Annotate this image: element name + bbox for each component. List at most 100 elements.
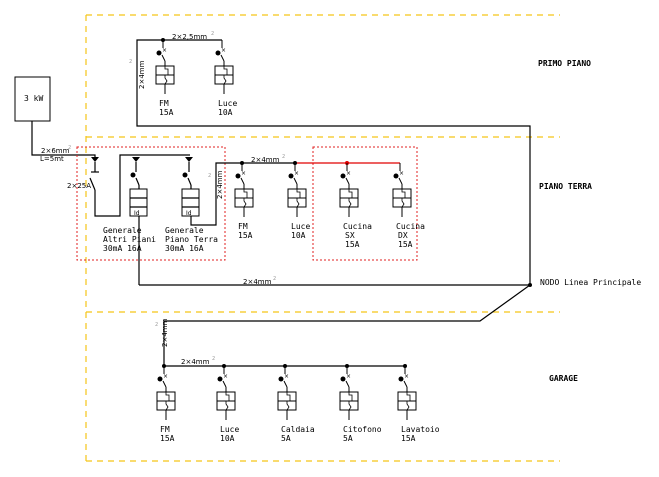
breaker-rating: 10A xyxy=(218,108,233,117)
breaker-name: Luce xyxy=(218,99,237,108)
svg-text:×: × xyxy=(346,373,351,380)
breaker-actuator-icon xyxy=(340,173,346,179)
breaker-rating: 10A xyxy=(291,231,306,240)
breaker-actuator-icon xyxy=(235,173,241,179)
diff-2-rating: 30mA 16A xyxy=(165,244,204,253)
svg-text:Id: Id xyxy=(134,210,140,217)
breaker-name: Lavatoio xyxy=(401,425,440,434)
breaker-actuator-icon xyxy=(278,376,284,382)
power-source-box xyxy=(14,76,51,122)
garage-feed-wire xyxy=(163,284,531,367)
svg-text:×: × xyxy=(163,373,168,380)
breaker-actuator-icon xyxy=(393,173,399,179)
main-line-cable-label: 2×4mm xyxy=(243,278,272,286)
breaker-rating: 15A xyxy=(401,434,416,443)
breaker-name: Cucina xyxy=(343,222,372,231)
breaker-name: FM xyxy=(159,99,169,108)
breaker-rating: 5A xyxy=(343,434,353,443)
main-switch-icon xyxy=(89,177,96,191)
differential-altri-piani: Id xyxy=(129,157,148,285)
svg-text:×: × xyxy=(241,170,246,177)
breaker-name: Caldaia xyxy=(281,425,315,434)
svg-text:×: × xyxy=(346,170,351,177)
svg-text:×: × xyxy=(399,170,404,177)
svg-text:×: × xyxy=(294,170,299,177)
node-label: NODO Linea Principale xyxy=(540,278,641,287)
piano-terra-riser-label: 2×4mm xyxy=(216,170,224,199)
svg-text:×: × xyxy=(221,47,226,54)
breaker-rating: 15A xyxy=(160,434,175,443)
svg-text:×: × xyxy=(162,47,167,54)
breaker-name: Luce xyxy=(220,425,239,434)
breaker-sub: SX xyxy=(345,231,355,240)
supply-length-label: L=5mt xyxy=(40,155,64,163)
breaker-name: FM xyxy=(160,425,170,434)
svg-text:×: × xyxy=(223,373,228,380)
diff-1-rating: 30mA 16A xyxy=(103,244,142,253)
svg-text:2: 2 xyxy=(211,31,214,37)
garage-bus-label: 2×4mm xyxy=(181,358,210,366)
breaker-actuator-icon xyxy=(157,376,163,382)
primo-piano-bus-label: 2×2,5mm xyxy=(172,33,207,41)
primo-piano-riser-label: 2×4mm xyxy=(138,60,146,89)
kitchen-group-box xyxy=(312,146,418,261)
floor-label-primo-piano: PRIMO PIANO xyxy=(538,59,591,68)
breaker-name: Cucina xyxy=(396,222,425,231)
power-source-label: 3 kW xyxy=(24,94,43,103)
breaker-rating: 10A xyxy=(220,434,235,443)
junction-dot xyxy=(345,364,349,368)
svg-text:2: 2 xyxy=(273,276,276,282)
breaker-rating: 15A xyxy=(159,108,174,117)
diff-1-scope: Altri Piani xyxy=(103,235,156,244)
breaker-actuator-icon xyxy=(340,376,346,382)
breaker-rating: 15A xyxy=(238,231,253,240)
junction-dot xyxy=(222,364,226,368)
piano-terra-bus-label: 2×4mm xyxy=(251,156,280,164)
main-switch-rating: 2×25A xyxy=(67,182,91,190)
svg-text:2: 2 xyxy=(68,145,71,151)
main-line-wire xyxy=(136,39,531,286)
junction-dot xyxy=(283,364,287,368)
breaker-name: Citofono xyxy=(343,425,382,434)
diff-1-name: Generale xyxy=(103,226,142,235)
breaker-rating: 15A xyxy=(398,240,413,249)
breaker-actuator-icon xyxy=(398,376,404,382)
breaker-actuator-icon xyxy=(156,50,162,56)
svg-text:Id: Id xyxy=(186,210,192,217)
diff-2-scope: Piano Terra xyxy=(165,235,218,244)
svg-text:×: × xyxy=(284,373,289,380)
differential-piano-terra: Id xyxy=(181,157,200,217)
floor-label-garage: GARAGE xyxy=(549,374,578,383)
svg-text:2: 2 xyxy=(129,59,132,65)
breaker-actuator-icon xyxy=(288,173,294,179)
supply-cable-label: 2×6mm xyxy=(41,147,70,155)
junction-dot xyxy=(162,364,166,368)
terminal-icon xyxy=(91,157,99,162)
breaker-name: Luce xyxy=(291,222,310,231)
junction-dot xyxy=(403,364,407,368)
main-bus-wire xyxy=(94,154,190,217)
svg-text:2: 2 xyxy=(282,154,285,160)
svg-text:2: 2 xyxy=(212,356,215,362)
breaker-sub: DX xyxy=(398,231,408,240)
garage-riser-label: 2×4mm xyxy=(161,318,169,347)
svg-text:2: 2 xyxy=(208,173,211,179)
diff-2-name: Generale xyxy=(165,226,204,235)
breaker-name: FM xyxy=(238,222,248,231)
differential-group-box xyxy=(76,146,226,261)
floor-label-piano-terra: PIANO TERRA xyxy=(539,182,592,191)
breaker-actuator-icon xyxy=(217,376,223,382)
svg-text:×: × xyxy=(404,373,409,380)
breaker-actuator-icon xyxy=(215,50,221,56)
